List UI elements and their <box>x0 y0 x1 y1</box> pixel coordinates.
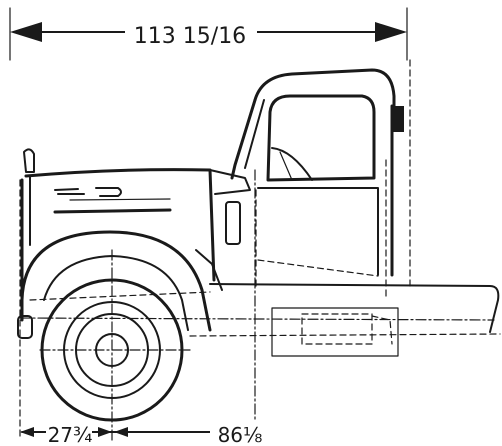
frame-rail <box>19 283 501 337</box>
frame-centerline <box>19 317 495 321</box>
fender-outer <box>20 230 212 332</box>
side-mirror-icon <box>392 106 404 132</box>
hood-outline <box>24 168 216 282</box>
cab-roof <box>253 68 396 108</box>
hood <box>20 148 216 322</box>
arrowhead-right <box>375 22 407 42</box>
frame-top <box>209 283 500 333</box>
door-window <box>266 94 376 182</box>
axle-to-cab-label: 86⅛ <box>218 423 263 446</box>
steering-wheel <box>271 147 313 181</box>
fuel-tank <box>271 307 399 357</box>
fuel-tank-outline <box>271 307 399 357</box>
windshield-pillar <box>230 98 257 180</box>
door-outline <box>257 187 379 276</box>
overall-length-label: 113 15/16 <box>134 24 246 49</box>
windshield-inner <box>244 99 265 169</box>
cowl-vent <box>225 201 241 245</box>
arrowhead-left <box>10 22 42 42</box>
front-fender <box>17 230 223 339</box>
cowl <box>209 169 251 195</box>
front-overhang-label: 27¾ <box>48 423 93 446</box>
centerlines <box>19 59 411 441</box>
cab-outline <box>209 68 404 291</box>
bottom-dimensions: 27¾ 86⅛ <box>20 420 272 446</box>
hood-trim-stripe <box>53 208 172 214</box>
hood-ornament-icon <box>23 148 35 173</box>
hood-emblem-icon <box>54 188 85 195</box>
bumper-end <box>17 315 33 339</box>
overall-length-dimension: 113 15/16 <box>9 7 408 61</box>
